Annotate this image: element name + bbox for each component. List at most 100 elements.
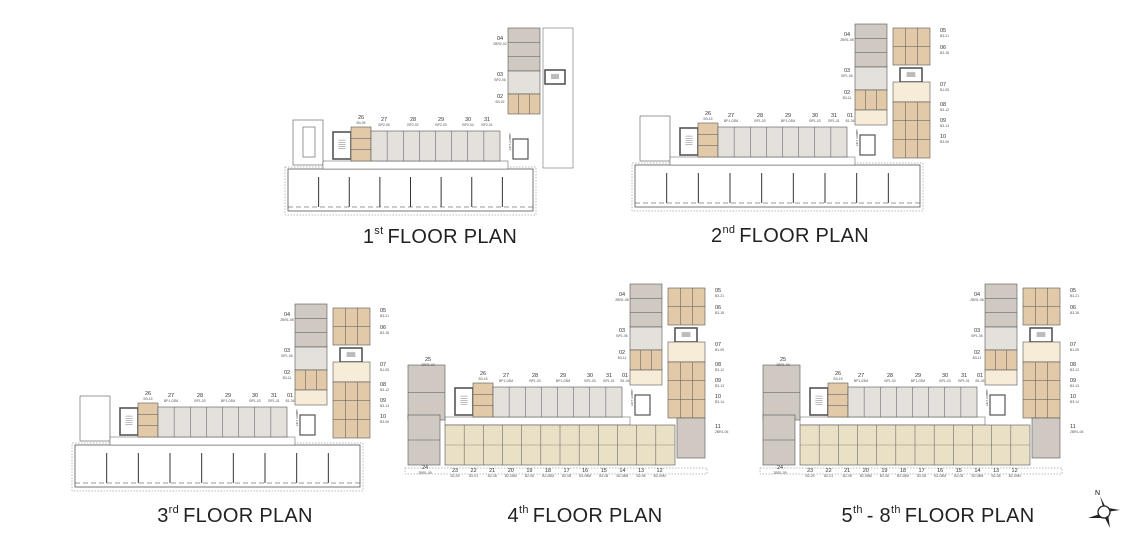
unit-type: BP1-03M (781, 119, 795, 123)
units-08-10 (667, 361, 706, 419)
unit-type: 2BR2-02 (493, 42, 506, 46)
unit-type: B3-06 (940, 140, 949, 144)
unit-number: 26 (145, 391, 151, 397)
unit-number: 07 (940, 82, 946, 88)
units-08-10 (1022, 361, 1061, 419)
unit-number: 26 (480, 371, 486, 377)
unit-number: 27 (728, 113, 734, 119)
unit-01 (294, 389, 328, 406)
unit-number: 31 (831, 113, 837, 119)
unit-number: 04 (497, 36, 503, 42)
podium-block (639, 115, 671, 162)
unit-type: B1-04 (975, 379, 984, 383)
unit-type: B3-15 (833, 377, 842, 381)
lift-lobby-label: LIFT LOBBY (295, 409, 299, 426)
unit-type: BP1-03M (854, 379, 868, 383)
unit-type: BP1-03 (809, 119, 820, 123)
north-compass-icon: N (1088, 490, 1120, 528)
unit-number: 09 (940, 118, 946, 124)
unit-type: B3-12 (1070, 368, 1079, 372)
unit-number: 17 (564, 468, 570, 474)
podium-block (302, 126, 316, 158)
unit-number: 31 (606, 373, 612, 379)
unit-type: B2-08 (636, 474, 645, 478)
unit-02 (984, 349, 1018, 371)
unit-26 (350, 126, 372, 162)
unit-number: 06 (940, 45, 946, 51)
stair-core (454, 387, 474, 416)
unit-type: BP1-03 (249, 399, 260, 403)
unit-number: 21 (489, 468, 495, 474)
unit-number: 04 (284, 312, 290, 318)
unit-type: 2BR1-03 (776, 363, 789, 367)
unit-type: BP1-03 (194, 399, 205, 403)
stair-core (119, 407, 139, 436)
unit-number: 01 (622, 373, 628, 379)
unit-type: B2-08 (599, 474, 608, 478)
lift-lobby (634, 394, 651, 416)
unit-number: 31 (271, 393, 277, 399)
podium-block (79, 395, 111, 442)
unit-type: 2BR1-08 (970, 298, 983, 302)
unit-number: 30 (252, 393, 258, 399)
unit-number: 30 (465, 117, 471, 123)
unit-number: 12 (657, 468, 663, 474)
unit-04 (629, 283, 663, 328)
unit-number: 08 (380, 382, 386, 388)
lift-lobby-label: LIFT LOBBY (630, 389, 634, 406)
unit-type: B3-18 (940, 51, 949, 55)
unit-type: B2-08 (917, 474, 926, 478)
title-ordinal-suffix: nd (722, 224, 736, 236)
unit-number: 02 (844, 90, 850, 96)
unit-number: 29 (438, 117, 444, 123)
corridor (799, 416, 986, 426)
unit-type: B1-05 (940, 88, 949, 92)
unit-type: B3-13 (940, 124, 949, 128)
unit-type: 2BR1-08 (615, 298, 628, 302)
title-text: - 8 (866, 505, 891, 527)
unit-number: 16 (937, 468, 943, 474)
unit-type: BP1-03M (221, 399, 235, 403)
corridor (669, 156, 856, 166)
unit-number: 04 (974, 292, 980, 298)
unit-number: 15 (956, 468, 962, 474)
unit-01 (854, 109, 888, 126)
unit-number: 05 (380, 308, 386, 314)
unit-number: 07 (715, 342, 721, 348)
unit-number: 14 (974, 468, 980, 474)
unit-type: BP2-02 (407, 123, 418, 127)
unit-number: 06 (715, 305, 721, 311)
unit-number: 01 (847, 113, 853, 119)
unit-type: B2-08 (562, 474, 571, 478)
units-08-10 (332, 381, 371, 439)
unit-number: 06 (380, 325, 386, 331)
title-text: FLOOR PLAN (532, 505, 663, 527)
unit-type: B2-01 (824, 474, 833, 478)
unit-number: 03 (497, 72, 503, 78)
unit-number: 12 (1012, 468, 1018, 474)
unit-03 (629, 326, 663, 351)
unit-number: 23 (452, 468, 458, 474)
unit-26 (472, 382, 494, 418)
corridor (322, 160, 509, 170)
unit-type: BP1-03M (911, 379, 925, 383)
unit-number: 30 (812, 113, 818, 119)
unit-number: 28 (757, 113, 763, 119)
unit-type: BP1-03M (556, 379, 570, 383)
unit-number: 03 (974, 328, 980, 334)
unit-type: BP2-01 (481, 123, 492, 127)
unit-type: B1-05 (715, 348, 724, 352)
unit-number: 09 (715, 378, 721, 384)
unit-type: 2BR1-08 (840, 38, 853, 42)
unit-number: 14 (619, 468, 625, 474)
unit-26 (827, 382, 849, 418)
unit-04 (294, 303, 328, 348)
lift-lobby (989, 394, 1006, 416)
unit-type: B1-04 (285, 399, 294, 403)
unit-02 (629, 349, 663, 371)
unit-03 (294, 346, 328, 371)
podium-east (542, 27, 574, 169)
